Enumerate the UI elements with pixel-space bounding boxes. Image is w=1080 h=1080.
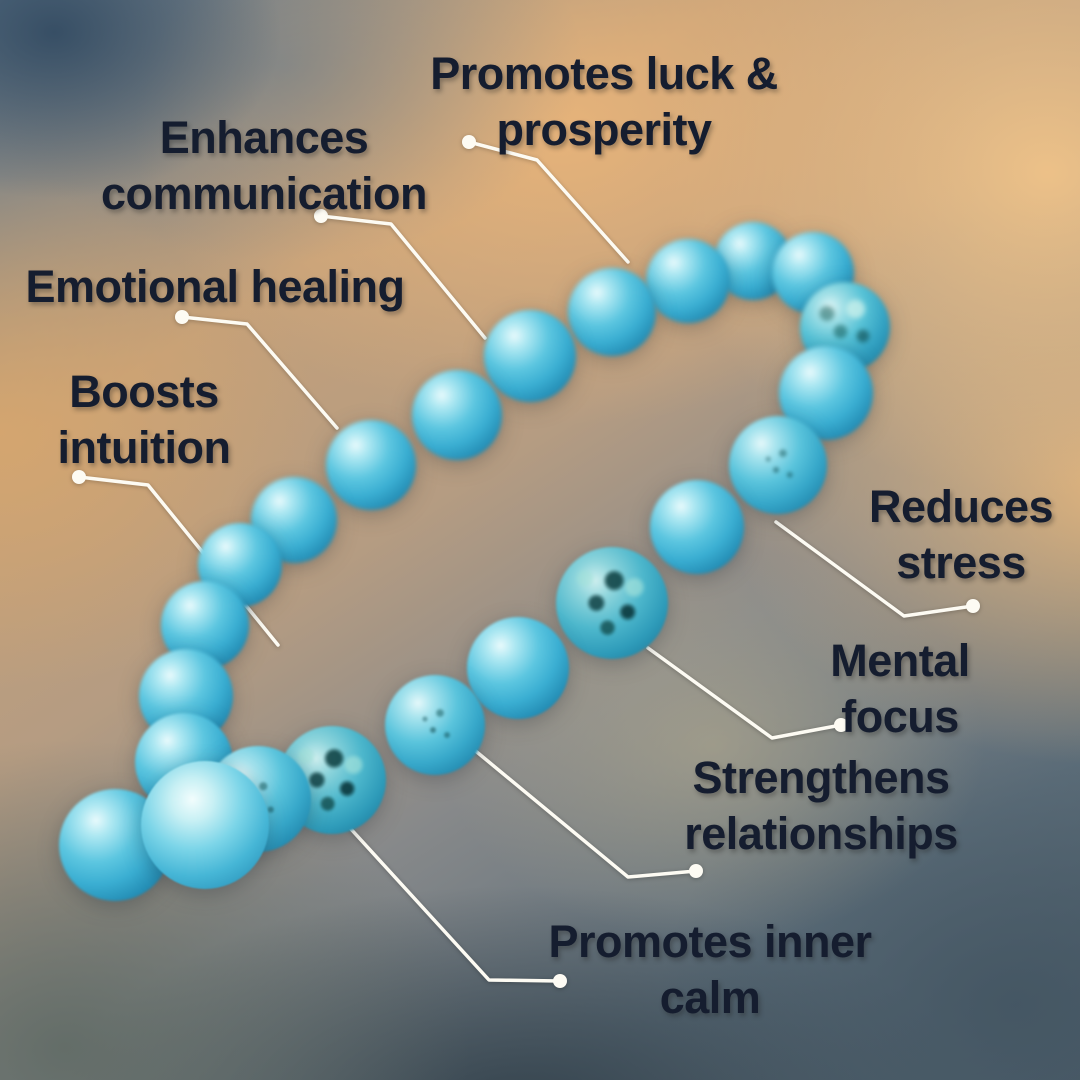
leader-line-promotes-luck [467,140,630,264]
leader-dot-promotes-luck [462,135,476,149]
leader-dot-reduces-stress [966,599,980,613]
bead-cracked [385,675,485,775]
label-reduces-stress: Reduces stress [868,481,1054,588]
leader-dot-strengthens-relationships [689,864,703,878]
bead-plain [467,617,569,719]
bead-plain [412,370,502,460]
bead-plain-bright [141,761,269,889]
leader-line-enhances-communication [319,214,487,340]
leader-line-reduces-stress [774,520,975,618]
bead-plain [326,420,416,510]
leader-line-strengthens-relationships [470,746,698,879]
leader-line-promotes-inner-calm [348,826,562,983]
leader-dot-promotes-inner-calm [553,974,567,988]
label-boosts-intuition: Boosts intuition [57,366,231,473]
leader-dot-emotional-healing [175,310,189,324]
leader-dot-mental-focus [834,718,848,732]
bead-plain [484,310,576,402]
bead-cracked [729,416,827,514]
bead-mottled-dark [556,547,668,659]
label-promotes-inner-calm: Promotes inner calm [548,916,872,1023]
label-enhances-communication: Enhances communication [100,112,428,219]
leader-dot-boosts-intuition [72,470,86,484]
leader-line-mental-focus [646,646,843,740]
bead-plain [568,268,656,356]
leader-line-emotional-healing [180,315,339,430]
leader-dot-enhances-communication [314,209,328,223]
bead-plain [650,480,744,574]
bead-plain [646,239,730,323]
label-emotional-healing: Emotional healing [25,261,405,313]
label-strengthens-relationships: Strengthens relationships [684,752,958,859]
label-mental-focus: Mental focus [830,635,970,742]
label-promotes-luck: Promotes luck & prosperity [430,48,778,155]
